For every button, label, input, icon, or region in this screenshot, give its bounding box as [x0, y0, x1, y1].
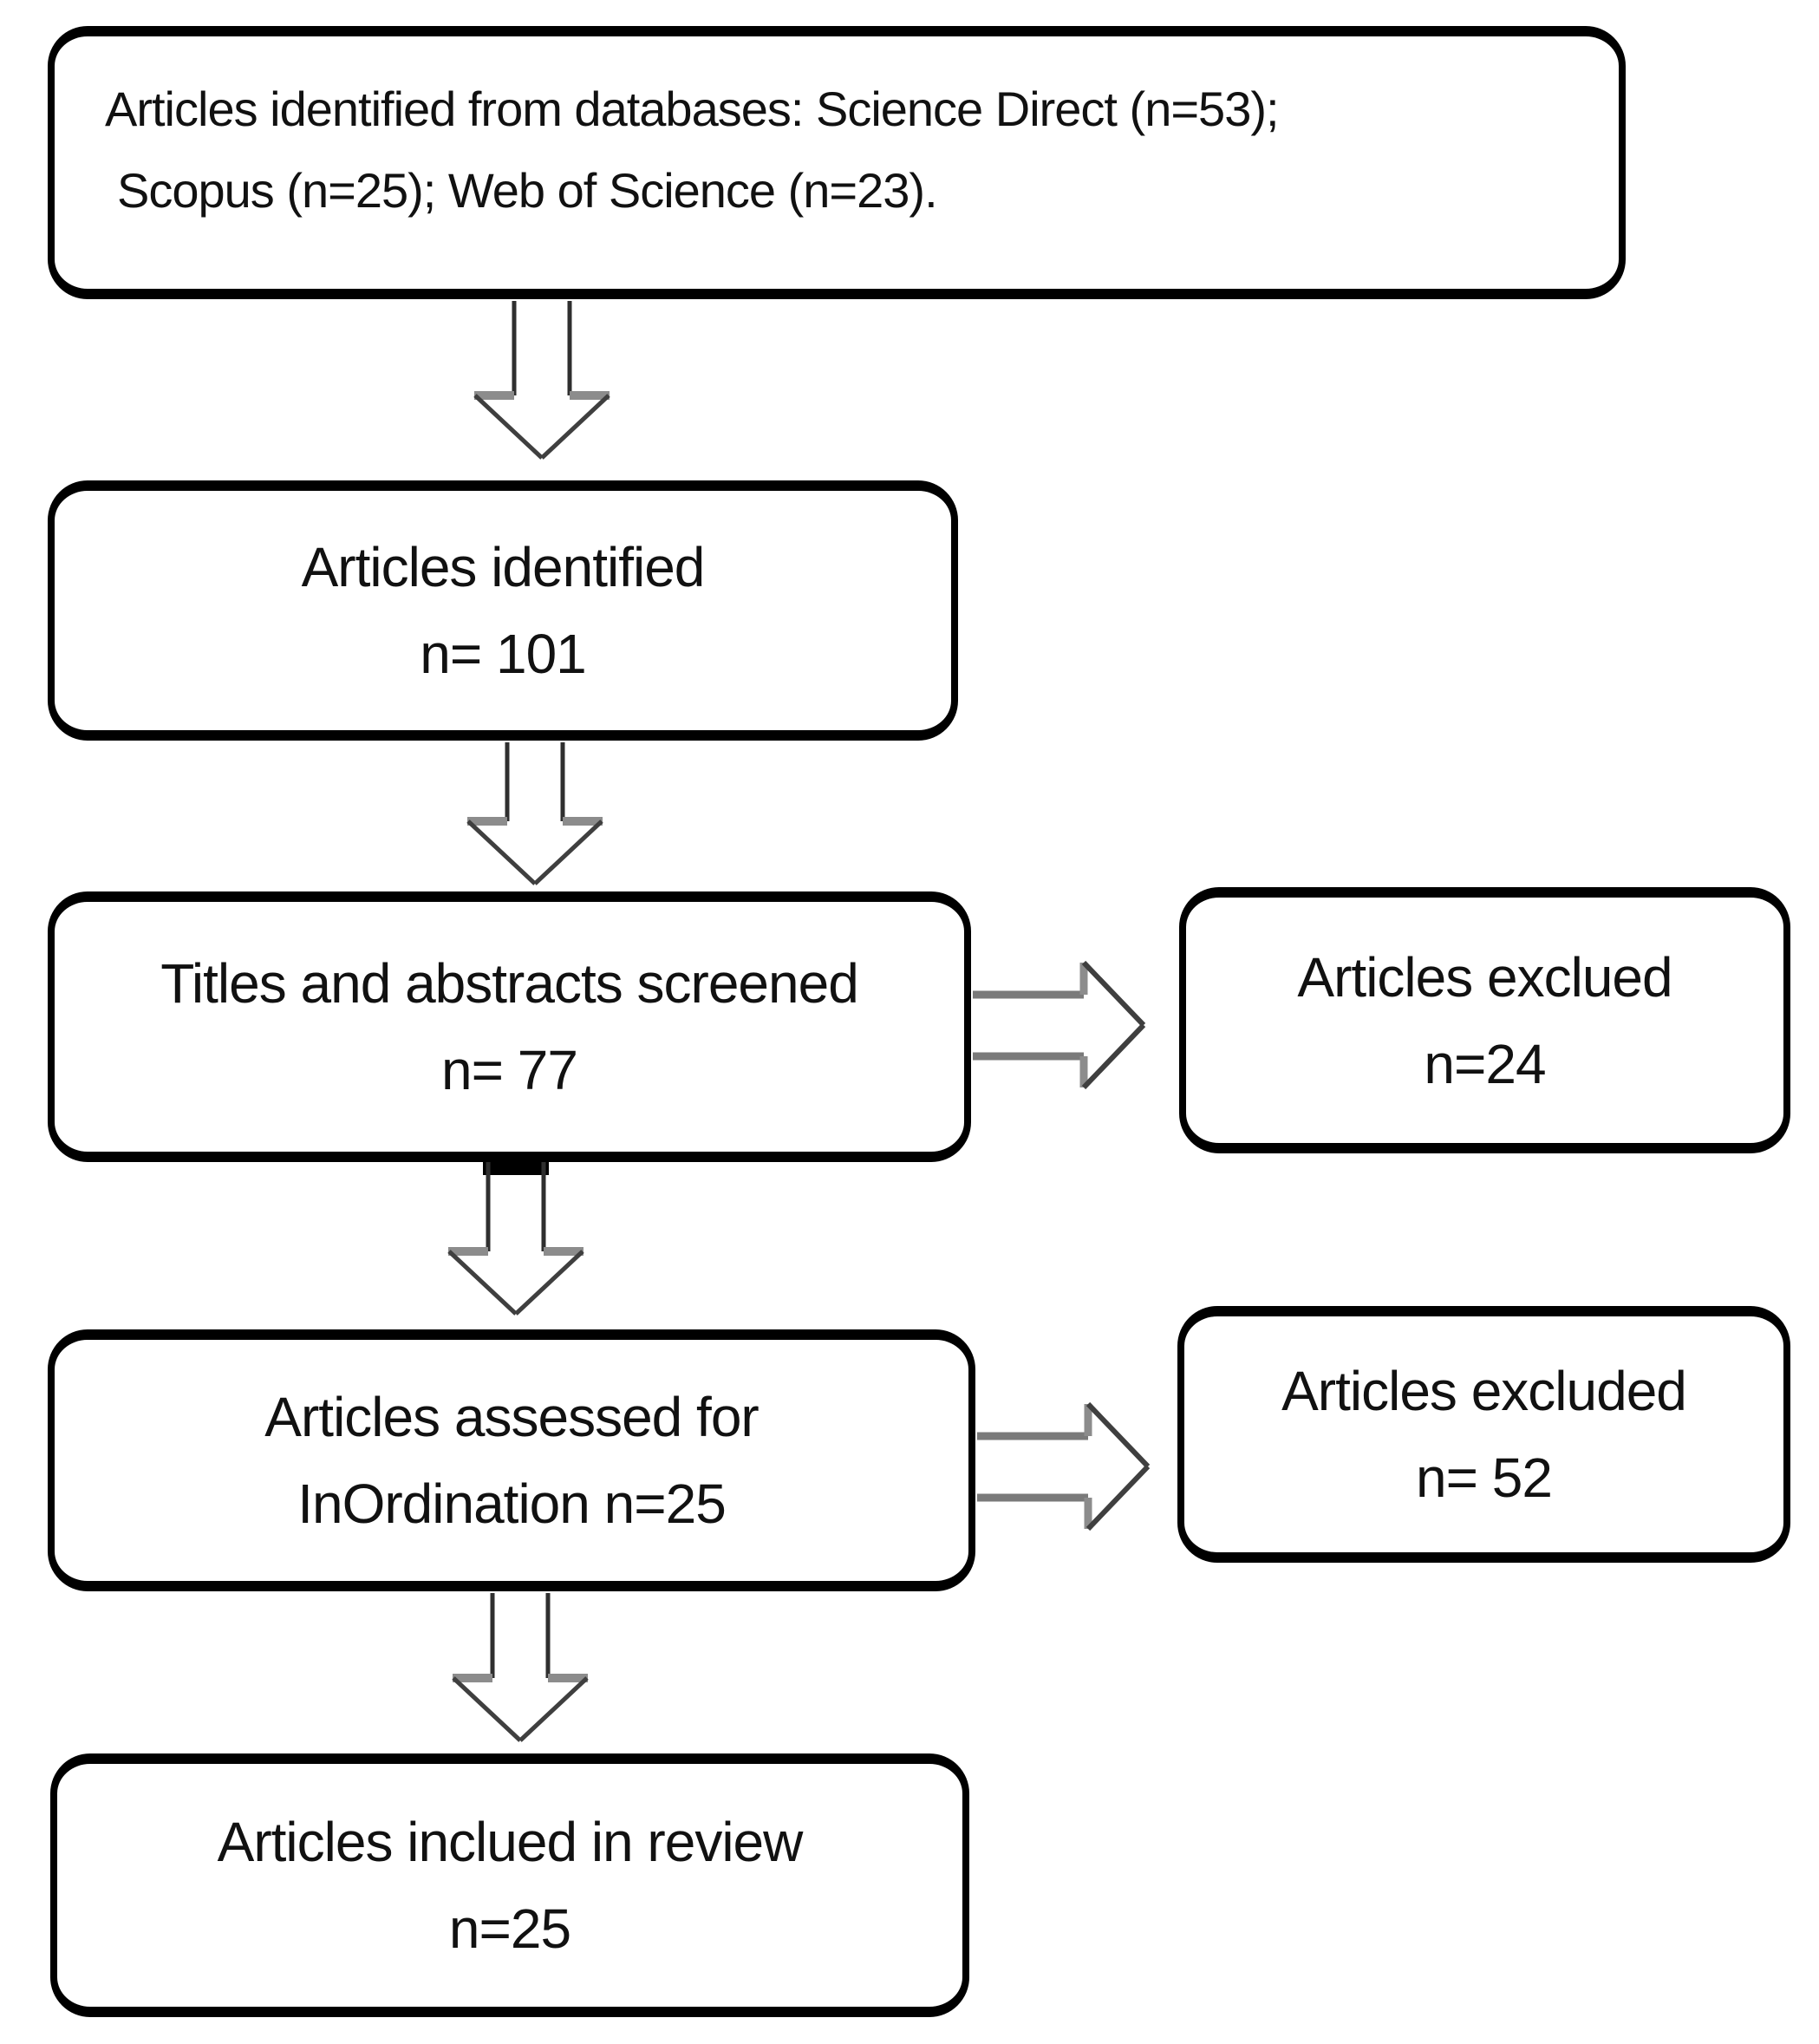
box-text-line: InOrdination n=25	[297, 1473, 727, 1535]
right-arrow-2	[977, 1401, 1151, 1531]
box-titles-abstracts-screened: Titles and abstracts screened n= 77	[48, 891, 971, 1162]
down-arrow-4	[451, 1593, 590, 1743]
down-arrow-1	[473, 301, 611, 460]
down-arrow-icon	[466, 742, 603, 885]
down-arrow-icon	[452, 1593, 589, 1742]
down-arrow-3	[447, 1162, 585, 1316]
box-text-line: Titles and abstracts screened	[160, 952, 859, 1015]
box-articles-identified-databases: Articles identified from databases: Scie…	[48, 26, 1626, 299]
box-text-line: n= 101	[420, 623, 587, 685]
box-text-line: Articles assessed for	[264, 1386, 759, 1448]
down-arrow-icon	[473, 301, 610, 460]
box-text-line: Articles exclued	[1297, 945, 1672, 1009]
box-text-line: n=24	[1424, 1032, 1546, 1095]
box-text-line: Articles identified	[301, 536, 706, 598]
box-text-line: Scopus (n=25); Web of Science (n=23).	[117, 162, 938, 218]
box-text-line: Articles excluded	[1281, 1360, 1687, 1422]
right-arrow-1	[973, 960, 1146, 1090]
right-arrow-icon	[973, 960, 1146, 1090]
box-text-line: Articles inclued in review	[217, 1811, 804, 1873]
box-text-line: n=25	[448, 1897, 571, 1960]
box-articles-assessed: Articles assessed for InOrdination n=25	[48, 1329, 975, 1591]
right-arrow-icon	[977, 1401, 1151, 1531]
box-articles-identified: Articles identified n= 101	[48, 480, 958, 741]
box-articles-included-review: Articles inclued in review n=25	[50, 1753, 969, 2017]
box-text-line: n= 77	[441, 1039, 578, 1101]
box-articles-exclued: Articles exclued n=24	[1179, 887, 1790, 1153]
box-articles-excluded: Articles excluded n= 52	[1177, 1306, 1790, 1563]
down-arrow-2	[466, 742, 604, 886]
down-arrow-icon	[447, 1162, 584, 1316]
box-text-line: Articles identified from databases: Scie…	[105, 81, 1280, 136]
box-text-line: n= 52	[1416, 1446, 1553, 1509]
